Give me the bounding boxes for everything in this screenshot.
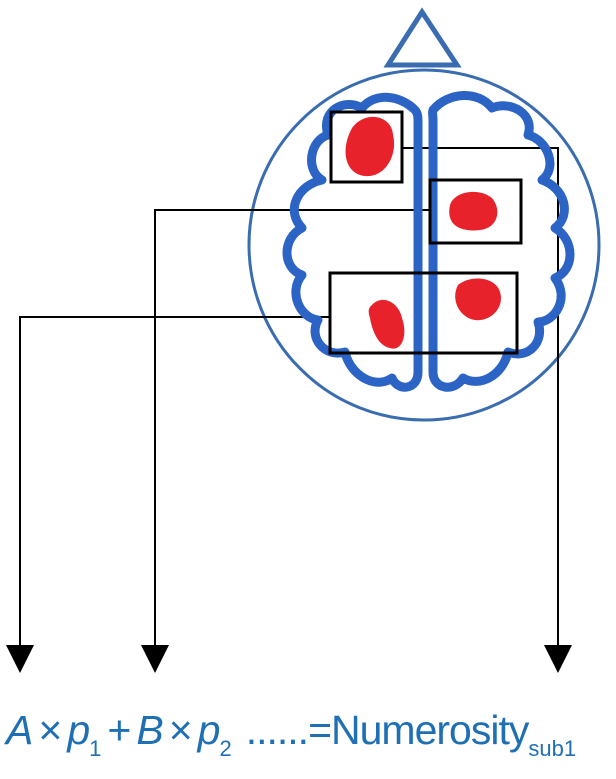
activation-blob-middle-right	[449, 191, 498, 231]
head-circle	[247, 68, 601, 422]
formula-ellipsis: ......	[245, 707, 309, 753]
formula-prob-1: p	[67, 707, 90, 753]
connector-line-middle	[154, 209, 430, 646]
connector-line-top-right	[402, 147, 559, 646]
region-box-middle-right	[428, 178, 523, 245]
formula-times-2: ×	[168, 707, 193, 753]
formula-equals: =	[308, 707, 332, 753]
formula-prob-2-subscript: 2	[219, 736, 232, 761]
formula-var-b: B	[136, 707, 163, 753]
activation-blob-top-left	[345, 116, 395, 177]
down-arrow-icon	[6, 645, 34, 673]
formula-times-1: ×	[38, 707, 62, 753]
region-box-bottom	[328, 271, 519, 355]
formula-result: Numerosity	[331, 707, 529, 753]
down-arrow-icon	[141, 645, 169, 673]
region-box-top-left	[329, 110, 404, 184]
formula-prob-2: p	[197, 707, 221, 753]
formula-prob-1-subscript: 1	[89, 736, 102, 761]
numerosity-formula: A×p1+B×p2......=Numerositysub1	[6, 700, 616, 761]
connector-lines	[19, 147, 559, 646]
left-hemisphere-outline	[282, 92, 423, 392]
activation-blobs	[345, 116, 501, 349]
region-boxes	[328, 110, 523, 355]
activation-blob-bottom-right	[455, 278, 501, 321]
arrowheads	[6, 645, 572, 673]
nose-triangle-icon	[383, 7, 462, 68]
down-arrow-icon	[544, 645, 572, 673]
connector-line-bottom	[19, 316, 330, 646]
formula-plus: +	[107, 707, 131, 753]
activation-blob-bottom-left	[368, 299, 405, 349]
right-hemisphere-outline	[428, 91, 575, 392]
formula-result-subscript: sub1	[528, 736, 577, 761]
formula-var-a: A	[6, 707, 33, 753]
